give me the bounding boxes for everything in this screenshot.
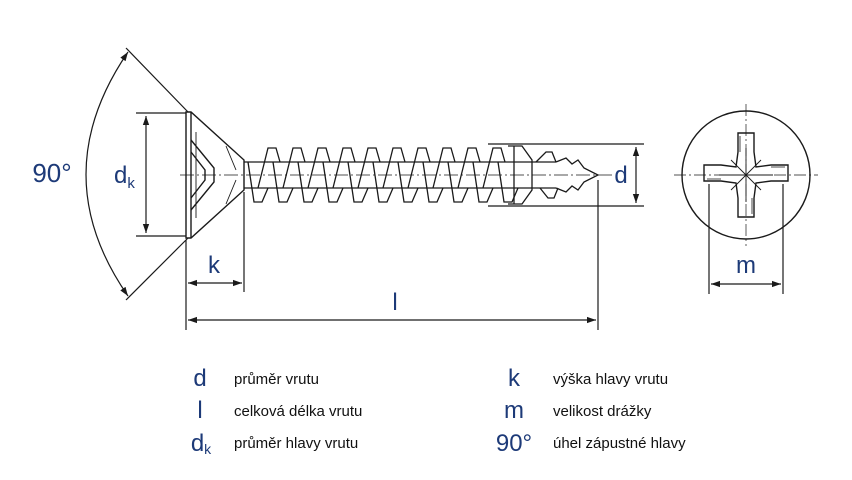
- head-diameter-main: d: [114, 162, 127, 189]
- length-dimension: [188, 180, 599, 330]
- screw-thread: [244, 145, 600, 205]
- angle-label: 90°: [32, 158, 71, 188]
- recess-dimension: [708, 184, 784, 294]
- head-diameter-label: dk: [114, 162, 135, 192]
- diameter-label: d: [614, 162, 627, 189]
- angle-dimension: [85, 47, 189, 301]
- head-height-dimension: [185, 192, 245, 330]
- diameter-dimension: [488, 143, 644, 207]
- head-height-label: k: [208, 252, 221, 279]
- recess-label: m: [736, 252, 756, 279]
- head-diameter-dimension: [136, 112, 188, 237]
- head-diameter-sub: k: [127, 175, 135, 192]
- length-label: l: [392, 289, 397, 316]
